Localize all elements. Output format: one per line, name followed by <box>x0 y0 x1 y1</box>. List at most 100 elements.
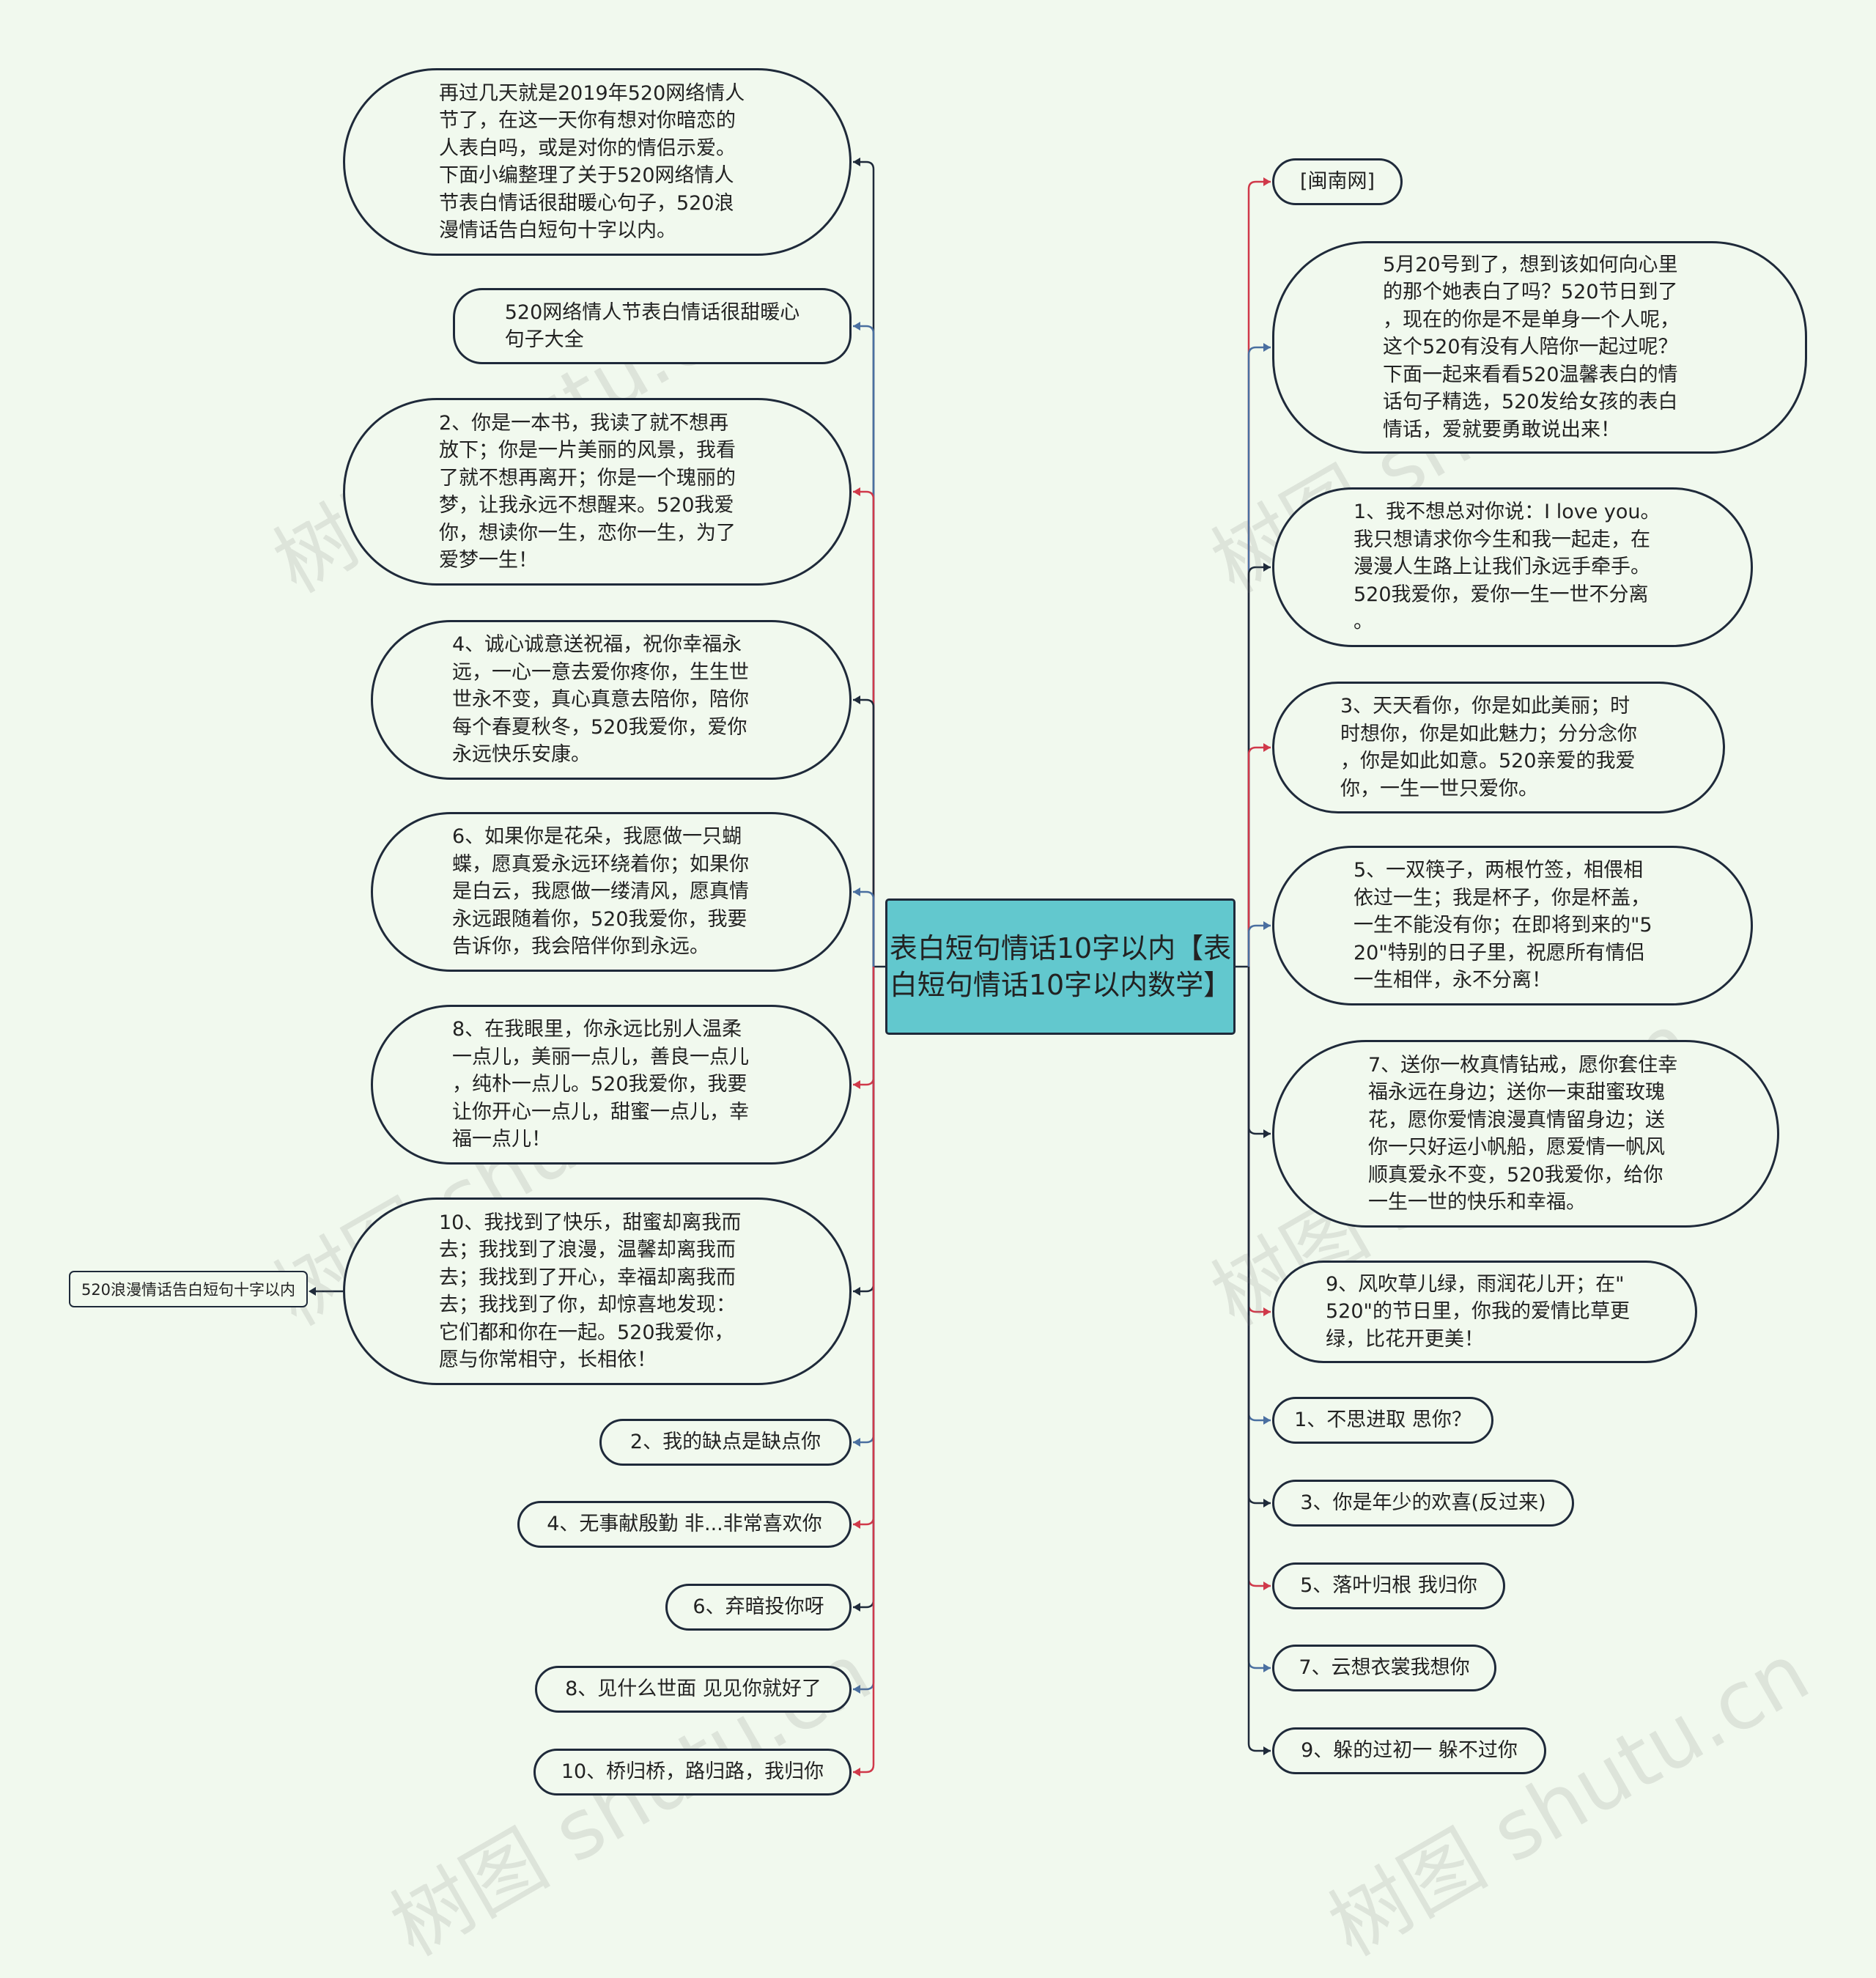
right-node-text: 9、风吹草儿绿，雨润花儿开；在" 520"的节日里，你我的爱情比草更 绿，比花开… <box>1326 1272 1630 1351</box>
right-connector <box>1247 967 1271 1505</box>
left-connector <box>853 890 875 967</box>
right-arrow <box>1263 563 1271 572</box>
right-node-text: 9、躲的过初一 躲不过你 <box>1301 1739 1518 1763</box>
right-node-text: 3、你是年少的欢喜(反过来) <box>1300 1491 1546 1515</box>
right-arrow <box>1263 1582 1271 1590</box>
left-connector <box>853 967 875 1086</box>
left-arrow <box>853 1287 860 1296</box>
right-connector <box>1247 967 1271 1752</box>
left-arrow <box>853 887 860 896</box>
right-arrow <box>1263 343 1271 352</box>
left-node-text: 520网络情人节表白情话很甜暖心 句子大全 <box>504 300 800 352</box>
left-node[interactable]: 10、桥归桥，路归路，我归你 <box>533 1749 852 1796</box>
left-arrow <box>853 1438 860 1447</box>
left-connector <box>853 967 875 1691</box>
left-node-text: 再过几天就是2019年520网络情人 节了，在这一天你有想对你暗恋的 人表白吗，… <box>439 81 745 243</box>
right-connector <box>1247 566 1271 967</box>
left-node[interactable]: 2、我的缺点是缺点你 <box>599 1419 852 1466</box>
right-node-text: 5、落叶归根 我归你 <box>1300 1574 1477 1598</box>
right-node[interactable]: 1、不思进取 思你？ <box>1272 1397 1493 1444</box>
right-node-text: 7、送你一枚真情钻戒，愿你套住幸 福永远在身边；送你一束甜蜜玫瑰 花，愿你爱情浪… <box>1368 1053 1678 1214</box>
right-node[interactable]: 5月20号到了，想到该如何向心里 的那个她表白了吗？520节日到了 ，现在的你是… <box>1272 241 1807 454</box>
left-arrow <box>853 1603 860 1612</box>
right-arrow <box>1263 1664 1271 1672</box>
left-arrow <box>853 158 860 166</box>
left-connector <box>853 698 875 967</box>
right-arrow <box>1263 1499 1271 1508</box>
right-node[interactable]: [闽南网] <box>1272 158 1403 205</box>
left-arrow <box>853 322 860 331</box>
left-node-text: 4、诚心诚意送祝福，祝你幸福永 远，一心一意去爱你疼你，生生世 世永不变，真心真… <box>452 633 749 767</box>
right-node[interactable]: 7、送你一枚真情钻戒，愿你套住幸 福永远在身边；送你一束甜蜜玫瑰 花，愿你爱情浪… <box>1272 1040 1779 1228</box>
left-node-text: 2、你是一本书，我读了就不想再 放下；你是一片美丽的风景，我看 了就不想再离开；… <box>439 411 736 572</box>
right-node-text: 3、天天看你，你是如此美丽；时 时想你，你是如此魅力；分分念你 ，你是如此如意。… <box>1340 695 1637 800</box>
right-connector <box>1247 967 1271 1669</box>
left-node-text: 8、见什么世面 见见你就好了 <box>565 1678 821 1701</box>
right-arrow <box>1263 177 1271 186</box>
right-arrow <box>1263 743 1271 752</box>
left-extra-node[interactable]: 520浪漫情话告白短句十字以内 <box>69 1271 308 1307</box>
left-connector <box>853 490 875 967</box>
left-arrow <box>853 487 860 496</box>
right-node[interactable]: 9、风吹草儿绿，雨润花儿开；在" 520"的节日里，你我的爱情比草更 绿，比花开… <box>1272 1261 1697 1363</box>
left-extra-label: 520浪漫情话告白短句十字以内 <box>81 1281 296 1299</box>
left-node[interactable]: 6、如果你是花朵，我愿做一只蝴 蝶，愿真爱永远环绕着你；如果你 是白云，我愿做一… <box>371 812 852 972</box>
right-arrow <box>1263 1307 1271 1316</box>
right-node-text: 1、我不想总对你说：I love you。 我只想请求你今生和我一起走，在 漫漫… <box>1354 501 1661 634</box>
root-topic[interactable]: 表白短句情话10字以内【表白短句情话10字以内数学】 <box>885 898 1236 1035</box>
right-node-text: 5、一双筷子，两根竹签，相偎相 依过一生；我是杯子，你是杯盖， 一生不能没有你；… <box>1354 859 1652 992</box>
left-node[interactable]: 8、见什么世面 见见你就好了 <box>535 1666 852 1713</box>
left-node[interactable]: 8、在我眼里，你永远比别人温柔 一点儿，美丽一点儿，善良一点儿 ，纯朴一点儿。5… <box>371 1005 852 1165</box>
right-node[interactable]: 1、我不想总对你说：I love you。 我只想请求你今生和我一起走，在 漫漫… <box>1272 487 1753 647</box>
right-node[interactable]: 3、天天看你，你是如此美丽；时 时想你，你是如此魅力；分分念你 ，你是如此如意。… <box>1272 682 1725 813</box>
left-connector <box>853 967 875 1774</box>
right-connector <box>1247 967 1271 1313</box>
right-node[interactable]: 7、云想衣裳我想你 <box>1272 1645 1496 1691</box>
left-node-text: 10、桥归桥，路归路，我归你 <box>561 1760 824 1784</box>
left-connector <box>853 967 875 1609</box>
right-node-text: 1、不思进取 思你？ <box>1294 1409 1471 1432</box>
extra-arrow <box>309 1287 316 1296</box>
right-connector <box>1247 346 1271 967</box>
left-node[interactable]: 520网络情人节表白情话很甜暖心 句子大全 <box>453 288 852 364</box>
right-node-text: 5月20号到了，想到该如何向心里 的那个她表白了吗？520节日到了 ，现在的你是… <box>1383 253 1680 441</box>
left-connector <box>853 325 875 967</box>
right-connector <box>1247 180 1271 967</box>
right-connector <box>1247 746 1271 967</box>
left-node-text: 10、我找到了快乐，甜蜜却离我而 去；我找到了浪漫，温馨却离我而 去；我找到了开… <box>439 1211 742 1372</box>
right-arrow <box>1263 921 1271 930</box>
left-arrow <box>853 1768 860 1776</box>
left-connector <box>853 967 875 1444</box>
left-node[interactable]: 2、你是一本书，我读了就不想再 放下；你是一片美丽的风景，我看 了就不想再离开；… <box>343 398 852 586</box>
left-arrow <box>853 1080 860 1089</box>
right-node[interactable]: 5、一双筷子，两根竹签，相偎相 依过一生；我是杯子，你是杯盖， 一生不能没有你；… <box>1272 846 1753 1005</box>
left-node[interactable]: 6、弃暗投你呀 <box>665 1584 852 1631</box>
right-arrow <box>1263 1129 1271 1138</box>
left-node-text: 6、弃暗投你呀 <box>693 1595 824 1619</box>
right-node[interactable]: 3、你是年少的欢喜(反过来) <box>1272 1480 1574 1527</box>
left-node[interactable]: 10、我找到了快乐，甜蜜却离我而 去；我找到了浪漫，温馨却离我而 去；我找到了开… <box>343 1197 852 1385</box>
right-connector <box>1247 967 1271 1135</box>
right-node[interactable]: 5、落叶归根 我归你 <box>1272 1562 1505 1609</box>
left-arrow <box>853 1520 860 1529</box>
left-arrow <box>853 1685 860 1694</box>
right-connector <box>1247 967 1271 1422</box>
left-node-text: 4、无事献殷勤 非...非常喜欢你 <box>547 1513 822 1536</box>
left-connector <box>853 160 875 967</box>
right-arrow <box>1263 1416 1271 1425</box>
left-node[interactable]: 再过几天就是2019年520网络情人 节了，在这一天你有想对你暗恋的 人表白吗，… <box>343 68 852 256</box>
root-title: 表白短句情话10字以内【表白短句情话10字以内数学】 <box>889 932 1232 1001</box>
left-arrow <box>853 695 860 704</box>
left-node-text: 2、我的缺点是缺点你 <box>629 1431 821 1454</box>
connector-layer <box>309 158 1271 1776</box>
right-node-text: [闽南网] <box>1299 170 1375 193</box>
left-node-text: 8、在我眼里，你永远比别人温柔 一点儿，美丽一点儿，善良一点儿 ，纯朴一点儿。5… <box>452 1018 749 1151</box>
left-node[interactable]: 4、诚心诚意送祝福，祝你幸福永 远，一心一意去爱你疼你，生生世 世永不变，真心真… <box>371 620 852 780</box>
left-node[interactable]: 4、无事献殷勤 非...非常喜欢你 <box>517 1501 852 1548</box>
right-connector <box>1247 967 1271 1587</box>
right-arrow <box>1263 1746 1271 1755</box>
left-connector <box>853 967 875 1293</box>
left-node-text: 6、如果你是花朵，我愿做一只蝴 蝶，愿真爱永远环绕着你；如果你 是白云，我愿做一… <box>452 825 749 959</box>
right-node[interactable]: 9、躲的过初一 躲不过你 <box>1272 1727 1546 1774</box>
right-connector <box>1247 924 1271 967</box>
